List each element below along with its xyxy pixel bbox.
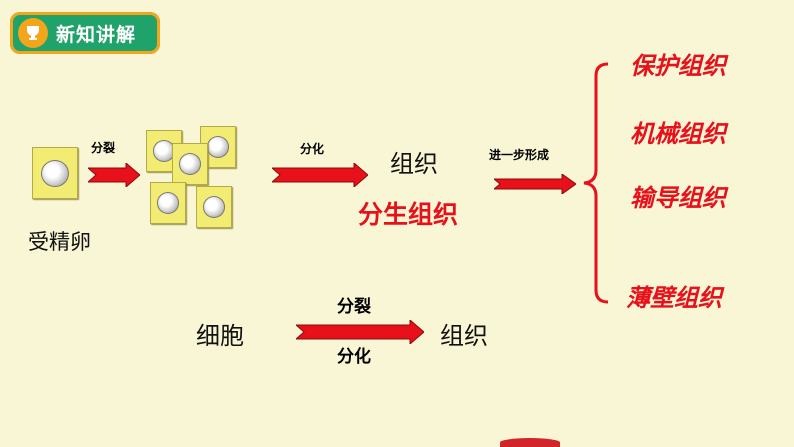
tissue-label: 组织	[390, 150, 438, 178]
bracket-brace	[583, 62, 609, 304]
fertilized-egg-cell	[32, 147, 78, 199]
bottom-tissue-label: 组织	[440, 322, 488, 350]
bottom-cell-label: 细胞	[196, 322, 244, 350]
cell	[150, 182, 186, 224]
arrow2-label: 分化	[300, 142, 325, 156]
arrow3-label: 进一步形成	[489, 148, 550, 162]
egg-label: 受精卵	[28, 230, 91, 254]
cell	[172, 143, 208, 185]
section-title: 新知讲解	[56, 24, 137, 46]
cell	[196, 186, 232, 228]
trophy-icon	[18, 18, 48, 48]
differentiation-arrow	[272, 163, 368, 187]
summary-arrow	[296, 320, 424, 344]
tissue-type-conducting: 输导组织	[630, 184, 726, 212]
division-arrow	[88, 163, 140, 187]
tissue-type-protective: 保护组织	[630, 52, 726, 80]
bottom-top-label: 分裂	[337, 297, 371, 317]
meristem-label: 分生组织	[358, 200, 459, 229]
tissue-type-parenchyma: 薄壁组织	[626, 284, 722, 312]
bottom-bottom-label: 分化	[337, 347, 371, 367]
further-forms-arrow	[494, 174, 576, 194]
decorative-mark	[500, 438, 560, 447]
tissue-type-mechanical: 机械组织	[630, 120, 726, 148]
arrow1-label: 分裂	[91, 141, 116, 155]
